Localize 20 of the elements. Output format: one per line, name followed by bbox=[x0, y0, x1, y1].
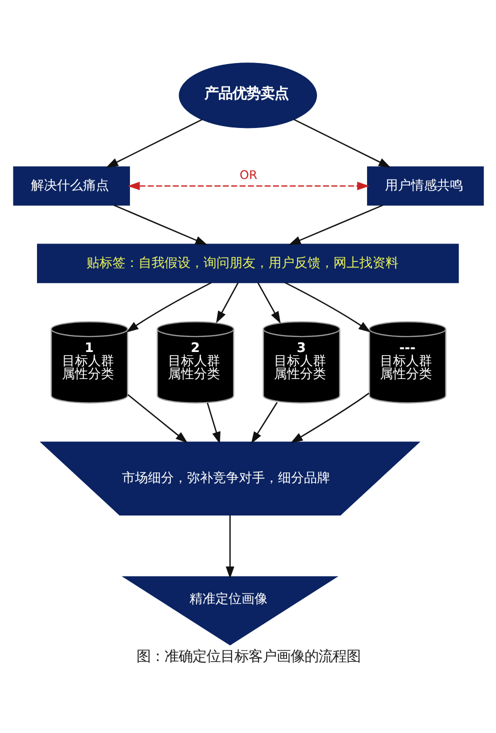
node-box: 用户情感共鸣 bbox=[366, 166, 484, 206]
node-box: 贴标签：自我假设，询问朋友，用户反馈，网上找资料 bbox=[36, 244, 458, 284]
arrow bbox=[105, 118, 202, 168]
arrow bbox=[216, 282, 238, 324]
arrow bbox=[293, 118, 390, 168]
caption: 图：准确定位目标客户画像的流程图 bbox=[136, 648, 360, 665]
arrow bbox=[250, 402, 278, 444]
arrow bbox=[225, 514, 234, 579]
node-box: 解决什么痛点 bbox=[12, 166, 130, 206]
edge-label: OR bbox=[239, 168, 257, 182]
arrow bbox=[288, 204, 383, 246]
arrow bbox=[284, 282, 370, 332]
arrow bbox=[113, 204, 208, 246]
arrow bbox=[206, 402, 220, 444]
arrow bbox=[126, 282, 212, 332]
node-ellipse: 产品优势卖点 bbox=[178, 62, 317, 128]
arrow bbox=[290, 392, 369, 444]
arrow bbox=[126, 394, 188, 444]
arrow bbox=[256, 282, 280, 324]
arrow bbox=[127, 182, 369, 190]
